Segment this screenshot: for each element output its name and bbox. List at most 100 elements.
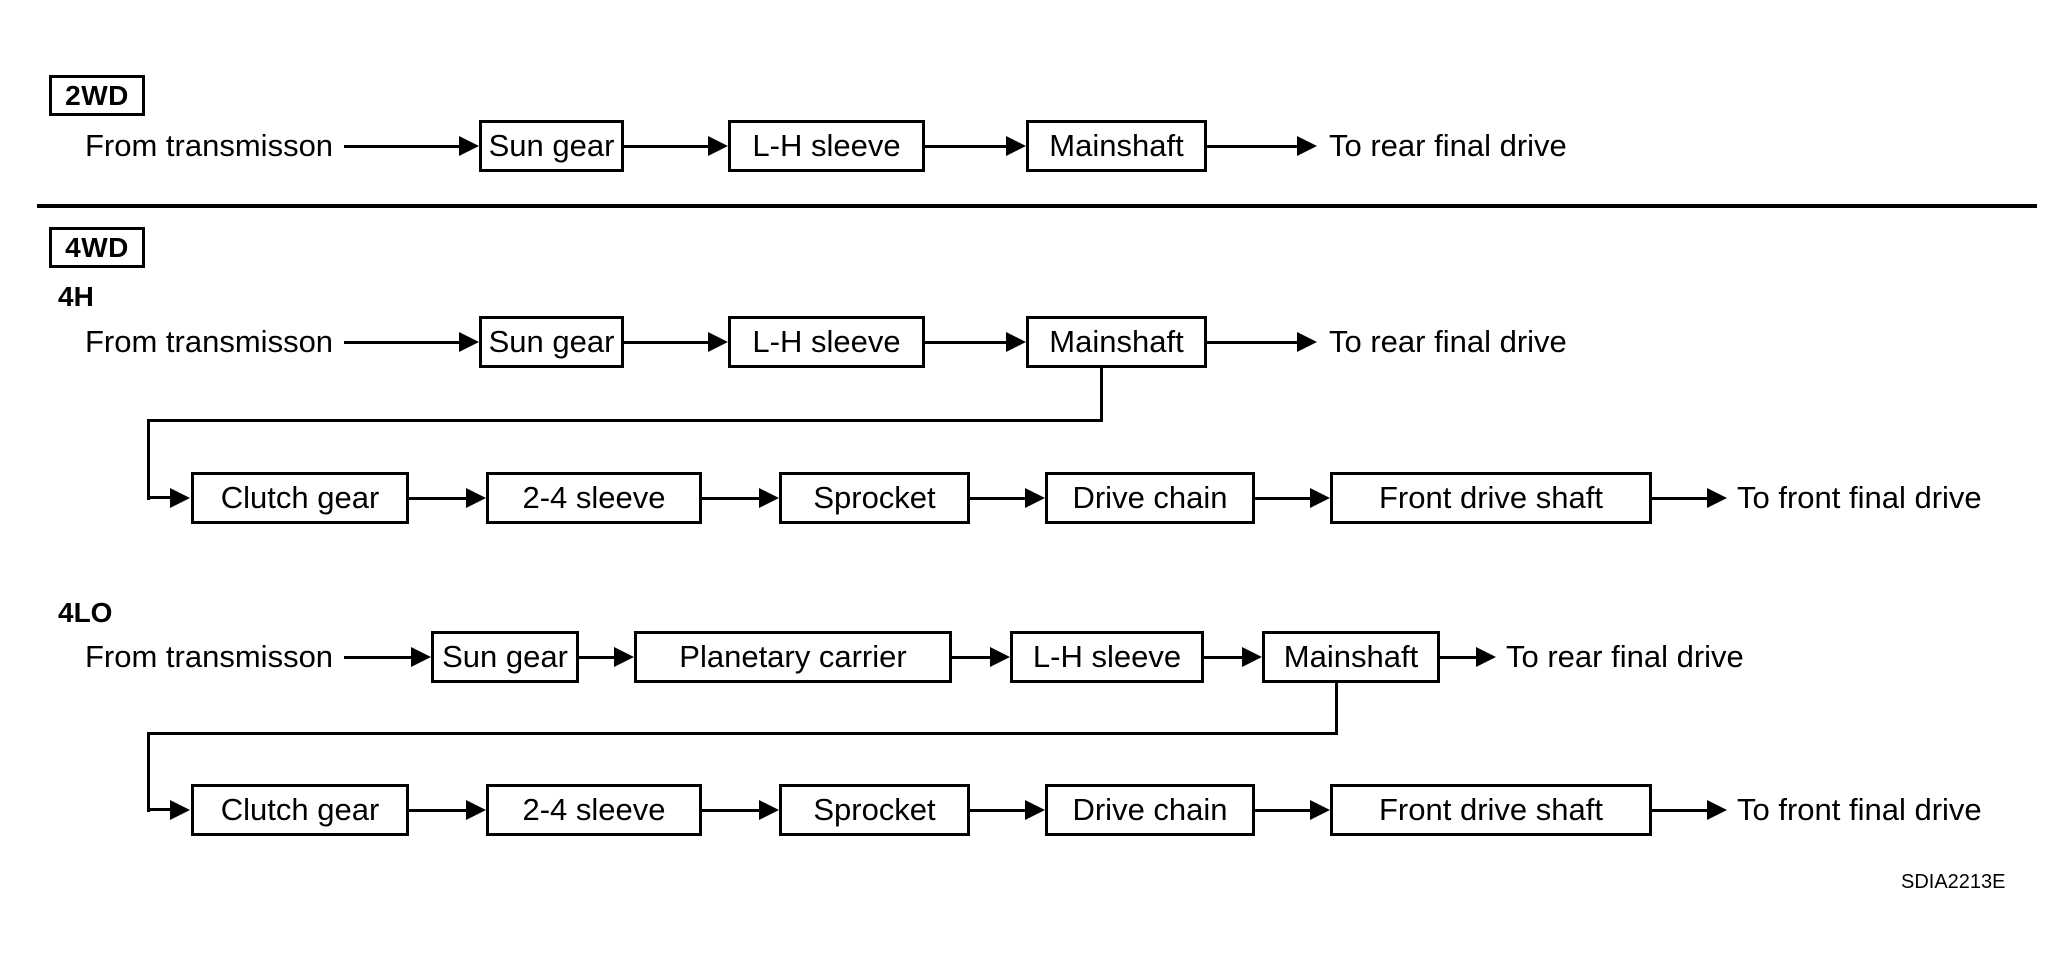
flow-start-label: From transmisson	[85, 128, 334, 163]
node-24-sleeve: 2-4 sleeve	[486, 472, 702, 524]
node-lh-sleeve: L-H sleeve	[1010, 631, 1204, 683]
arrow-shaft	[1440, 655, 1476, 659]
arrowhead-icon	[708, 136, 728, 156]
arrowhead-icon	[759, 800, 779, 820]
arrow-shaft	[925, 340, 1006, 344]
flow-end-label: To front final drive	[1737, 480, 1982, 515]
node-lh-sleeve: L-H sleeve	[728, 120, 925, 172]
arrowhead-icon	[1310, 488, 1330, 508]
arrow-shaft	[702, 808, 759, 812]
arrow-shaft	[624, 340, 708, 344]
arrowhead-icon	[459, 332, 479, 352]
arrowhead-icon	[1006, 136, 1026, 156]
node-planetary-carrier: Planetary carrier	[634, 631, 952, 683]
flow-4h-rear: From transmisson Sun gear L-H sleeve Mai…	[85, 316, 1567, 368]
arrowhead-icon	[708, 332, 728, 352]
flow-arrow	[409, 488, 486, 508]
node-mainshaft: Mainshaft	[1026, 120, 1207, 172]
flow-arrow	[330, 647, 431, 667]
arrow-shaft	[1652, 496, 1707, 500]
arrow-shaft	[344, 655, 411, 659]
flow-arrow	[330, 332, 479, 352]
mode-tag-4wd: 4WD	[49, 227, 145, 268]
flow-arrow	[970, 800, 1045, 820]
arrow-shaft	[1652, 808, 1707, 812]
arrowhead-icon	[990, 647, 1010, 667]
connector-4lo-arrow-shaft	[147, 808, 173, 811]
arrow-shaft	[970, 496, 1025, 500]
arrow-shaft	[344, 340, 459, 344]
flow-4h-front: Clutch gear 2-4 sleeve Sprocket Drive ch…	[191, 472, 1982, 524]
arrowhead-icon	[1297, 136, 1317, 156]
arrow-shaft	[702, 496, 759, 500]
arrowhead-icon	[170, 800, 190, 820]
arrow-shaft	[970, 808, 1025, 812]
mode-label-4lo: 4LO	[58, 597, 113, 628]
arrow-shaft	[409, 496, 466, 500]
node-front-drive-shaft: Front drive shaft	[1330, 784, 1652, 836]
node-mainshaft: Mainshaft	[1262, 631, 1440, 683]
flow-arrow	[702, 800, 779, 820]
arrowhead-icon	[1310, 800, 1330, 820]
flow-end-label: To rear final drive	[1506, 639, 1744, 674]
arrowhead-icon	[411, 647, 431, 667]
flow-arrow	[1204, 647, 1262, 667]
arrowhead-icon	[1242, 647, 1262, 667]
flow-start-label: From transmisson	[85, 324, 334, 359]
connector-4h-riser	[147, 419, 150, 500]
connector-4h-drop	[1100, 367, 1103, 421]
arrowhead-icon	[1476, 647, 1496, 667]
flow-arrow	[330, 136, 479, 156]
flow-start-label: From transmisson	[85, 639, 334, 674]
flow-4lo-front: Clutch gear 2-4 sleeve Sprocket Drive ch…	[191, 784, 1982, 836]
arrowhead-icon	[1707, 488, 1727, 508]
arrow-shaft	[1207, 144, 1297, 148]
flow-4lo-rear: From transmisson Sun gear Planetary carr…	[85, 631, 1744, 683]
arrowhead-icon	[614, 647, 634, 667]
node-sprocket: Sprocket	[779, 472, 970, 524]
arrowhead-icon	[170, 488, 190, 508]
node-sun-gear: Sun gear	[479, 120, 624, 172]
arrow-shaft	[1207, 340, 1297, 344]
connector-4h-horizontal	[147, 419, 1103, 422]
arrow-shaft	[409, 808, 466, 812]
arrow-shaft	[1255, 496, 1310, 500]
flow-arrow	[1652, 800, 1727, 820]
arrowhead-icon	[1707, 800, 1727, 820]
arrowhead-icon	[459, 136, 479, 156]
flow-end-label: To rear final drive	[1329, 128, 1567, 163]
flow-2wd: From transmisson Sun gear L-H sleeve Mai…	[85, 120, 1567, 172]
connector-4h-arrow-shaft	[147, 496, 173, 499]
node-clutch-gear: Clutch gear	[191, 784, 409, 836]
connector-4lo-riser	[147, 732, 150, 812]
arrowhead-icon	[1297, 332, 1317, 352]
figure-code: SDIA2213E	[1901, 871, 2006, 893]
flow-arrow	[970, 488, 1045, 508]
node-drive-chain: Drive chain	[1045, 472, 1255, 524]
node-sprocket: Sprocket	[779, 784, 970, 836]
flow-arrow	[952, 647, 1010, 667]
node-drive-chain: Drive chain	[1045, 784, 1255, 836]
mode-tag-2wd: 2WD	[49, 75, 145, 116]
flow-arrow	[702, 488, 779, 508]
node-24-sleeve: 2-4 sleeve	[486, 784, 702, 836]
flow-end-label: To rear final drive	[1329, 324, 1567, 359]
flow-arrow	[925, 332, 1026, 352]
arrow-shaft	[579, 655, 614, 659]
node-clutch-gear: Clutch gear	[191, 472, 409, 524]
connector-4lo-horizontal	[147, 732, 1338, 735]
flow-arrow	[624, 332, 728, 352]
section-divider	[37, 204, 2037, 208]
flow-arrow	[579, 647, 634, 667]
node-sun-gear: Sun gear	[479, 316, 624, 368]
flow-arrow	[1207, 136, 1317, 156]
arrow-shaft	[925, 144, 1006, 148]
arrowhead-icon	[1006, 332, 1026, 352]
node-mainshaft: Mainshaft	[1026, 316, 1207, 368]
flow-arrow	[409, 800, 486, 820]
flow-end-label: To front final drive	[1737, 792, 1982, 827]
arrowhead-icon	[759, 488, 779, 508]
arrowhead-icon	[1025, 800, 1045, 820]
arrow-shaft	[624, 144, 708, 148]
